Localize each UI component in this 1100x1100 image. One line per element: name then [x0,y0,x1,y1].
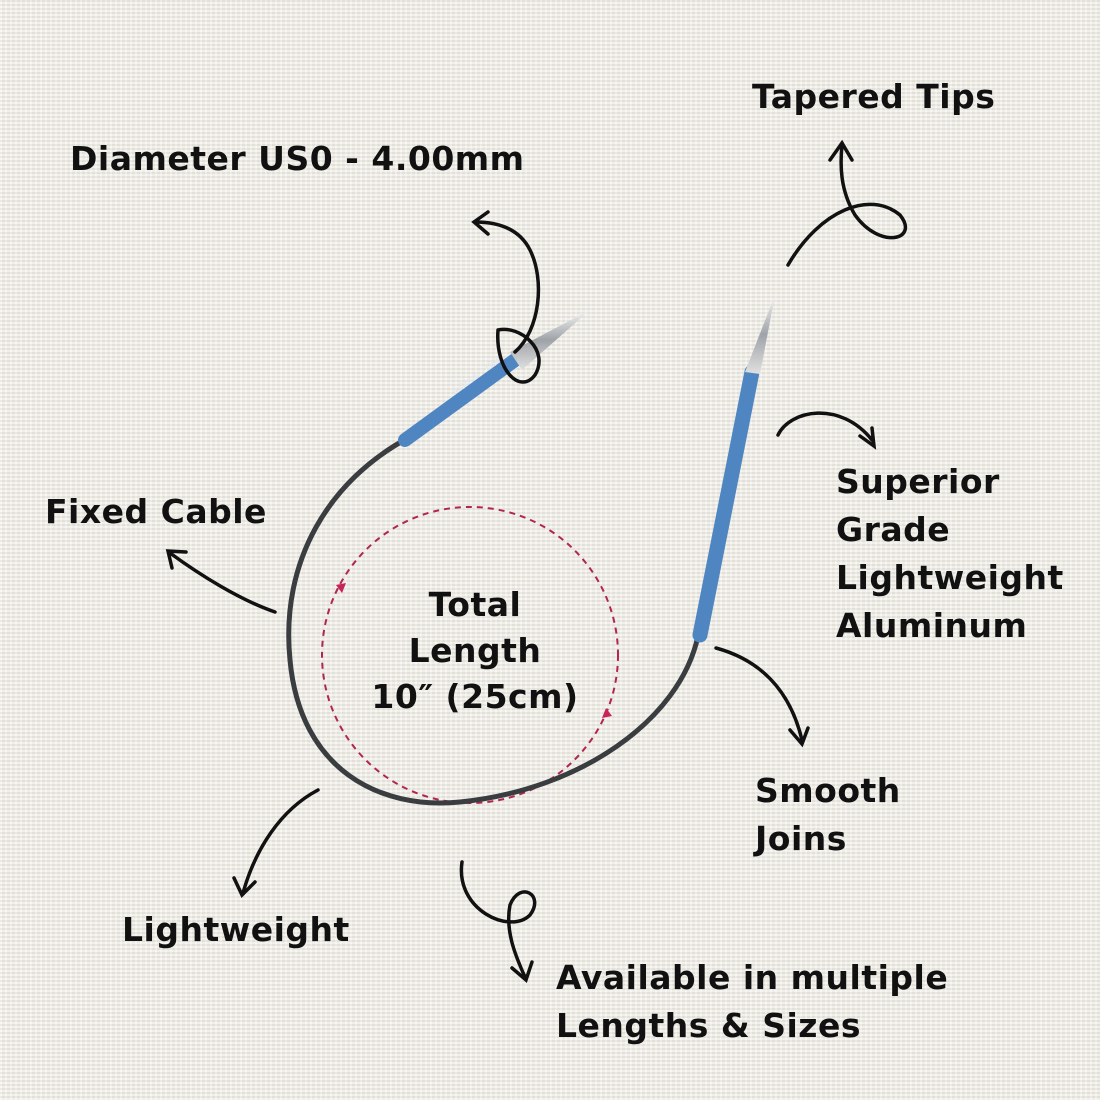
available-label: Available in multiple Lengths & Sizes [556,954,948,1050]
superior-line: Superior [836,462,1000,501]
fixed-cable-label: Fixed Cable [45,492,267,531]
right-needle [692,295,775,643]
tapered-tips-arrow-icon [786,139,908,267]
superior-line: Lightweight [836,558,1064,597]
available-arrow-icon [459,860,537,984]
total-length-line: Total [428,585,522,624]
circle-arrow-icon [336,583,346,593]
superior-grade-label: Superior Grade Lightweight Aluminum [836,458,1064,650]
superior-arrow-icon [776,411,877,450]
fixed-cable [286,435,701,806]
smooth-joins-line: Smooth [755,771,901,810]
lightweight-label: Lightweight [122,910,350,949]
tapered-tips-label: Tapered Tips [752,77,996,116]
lightweight-arrow-icon [232,788,320,898]
smooth-joins-line: Joins [755,819,847,858]
diameter-label: Diameter US0 - 4.00mm [70,139,525,178]
superior-line: Grade [836,510,951,549]
available-line: Available in multiple [556,958,949,997]
total-length-line: Length [408,631,542,670]
available-line: Lengths & Sizes [556,1006,861,1045]
superior-line: Aluminum [836,606,1028,645]
total-length-line: 10″ (25cm) [371,677,579,716]
total-length-label: Total Length 10″ (25cm) [365,582,585,720]
fixed-cable-arrow-icon [165,549,277,614]
diameter-arrow-icon [471,210,541,384]
smooth-joins-arrow-icon [714,646,810,748]
circle-arrow-icon [602,708,612,718]
smooth-joins-label: Smooth Joins [755,767,901,863]
